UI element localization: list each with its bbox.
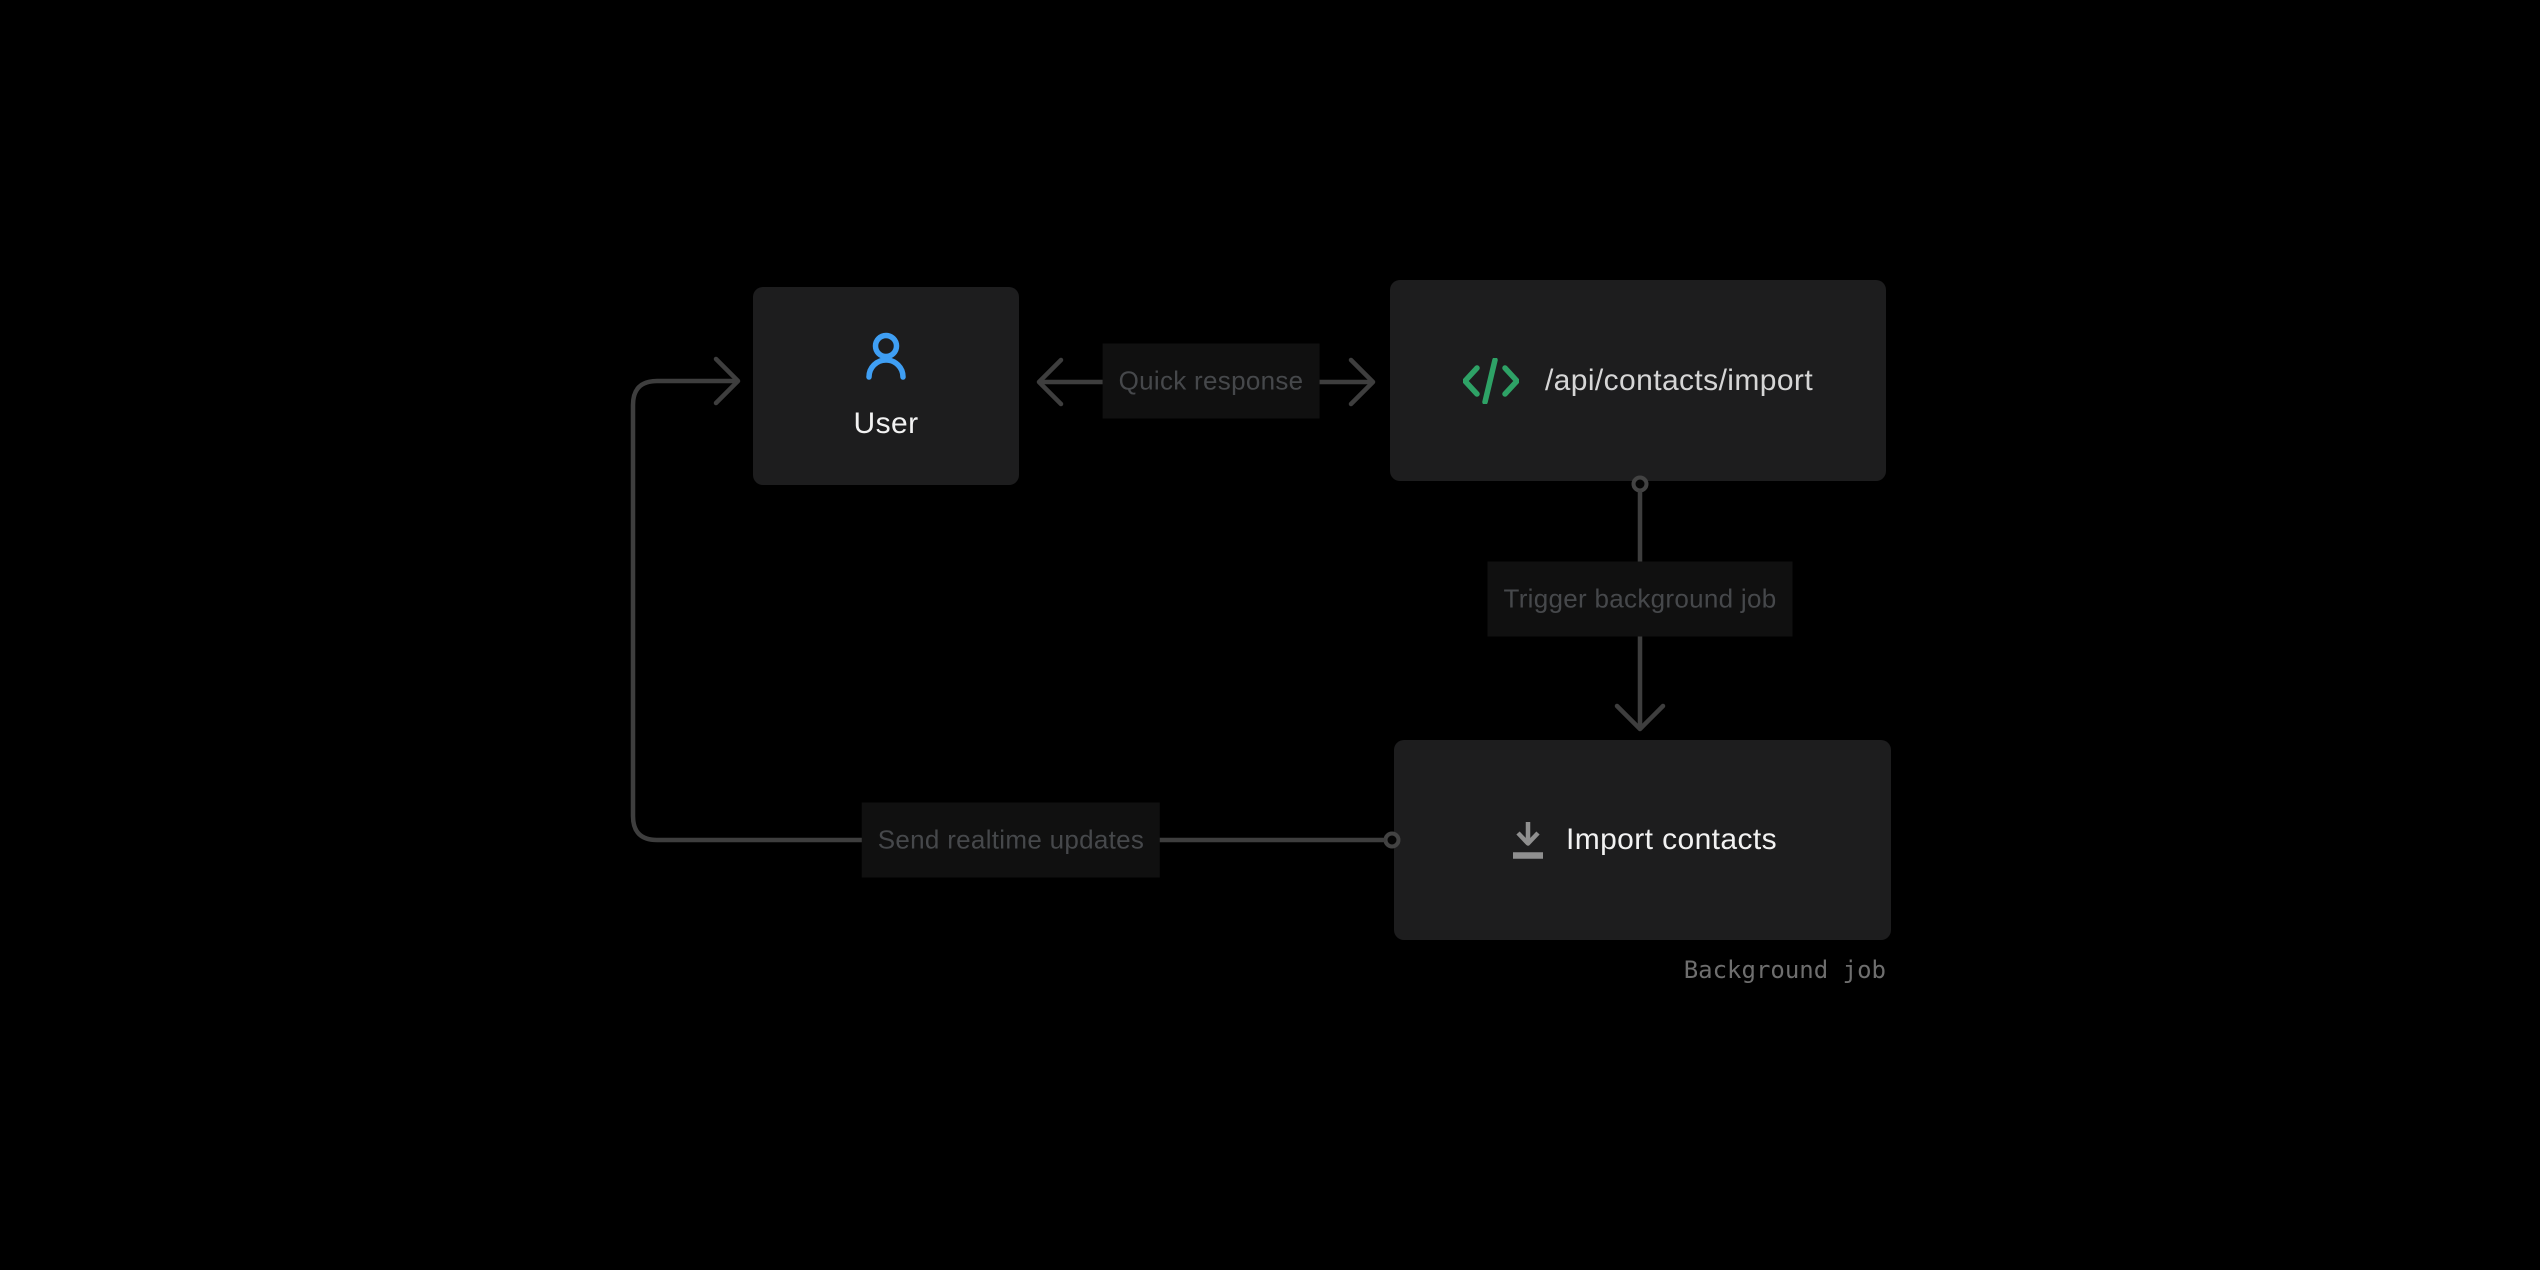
- user-icon: [866, 332, 906, 380]
- edge-label-send-realtime-updates[interactable]: Send realtime updates: [861, 802, 1161, 878]
- node-api-endpoint[interactable]: /api/contacts/import: [1390, 280, 1886, 481]
- edge-label-trigger-background-job[interactable]: Trigger background job: [1487, 561, 1793, 637]
- arrowhead-right-icon: [713, 356, 741, 406]
- node-import-contacts[interactable]: Import contacts: [1394, 740, 1891, 940]
- node-user-label: User: [853, 407, 919, 440]
- node-import-label: Import contacts: [1565, 823, 1778, 856]
- node-user[interactable]: User: [753, 287, 1019, 485]
- background-job-caption: Background job: [1683, 956, 1886, 984]
- arrowhead-down-icon: [1614, 703, 1666, 732]
- edge-label-quick-response[interactable]: Quick response: [1102, 343, 1320, 419]
- node-api-label: /api/contacts/import: [1544, 363, 1814, 397]
- arrowhead-right-icon: [1348, 357, 1376, 407]
- download-icon: [1512, 822, 1543, 859]
- code-icon: [1462, 357, 1519, 404]
- arrowhead-left-icon: [1036, 357, 1064, 407]
